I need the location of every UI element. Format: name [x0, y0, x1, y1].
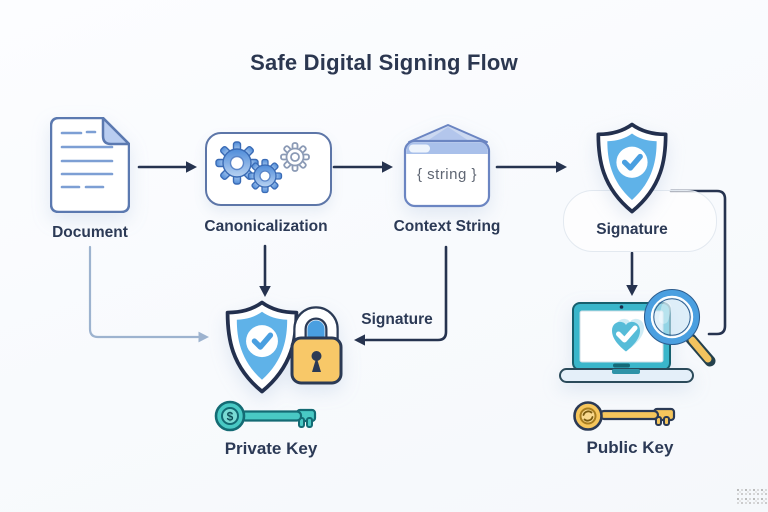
arrowhead [626, 285, 638, 296]
padlock-icon [290, 306, 343, 385]
gears-icon [215, 141, 310, 194]
signature-label: Signature [596, 221, 668, 238]
diagram-title: Safe Digital Signing Flow [250, 50, 518, 75]
context-string-value: { string } [416, 166, 478, 183]
edge-document-to-privatekey [88, 245, 200, 339]
arrowhead [354, 334, 365, 346]
canonicalization-label: Canonicalization [204, 218, 328, 235]
document-icon [50, 117, 130, 213]
context-string-label: Context String [393, 218, 501, 235]
edge-context-to-privatekey [364, 245, 448, 342]
arrowhead [259, 286, 271, 297]
dollar-glyph: $ [227, 410, 234, 424]
public-key-icon [573, 401, 676, 431]
arrowhead [556, 161, 567, 173]
arrowhead [186, 161, 197, 173]
refresh-glyph [582, 410, 594, 422]
arrowhead-light [198, 331, 209, 343]
context-string-icon [403, 124, 491, 208]
private-key-label: Private Key [224, 439, 318, 458]
public-key-label: Public Key [586, 438, 674, 457]
document-label: Document [52, 224, 128, 241]
shield-check-icon [590, 122, 674, 214]
context-to-privatekey-edge-label: Signature [361, 311, 433, 328]
edge-shield-to-publicside [669, 189, 727, 336]
arrowhead [382, 161, 393, 173]
shield-lock-icon [214, 296, 343, 396]
magnifier-icon [643, 288, 716, 367]
private-key-icon: $ [214, 400, 317, 432]
